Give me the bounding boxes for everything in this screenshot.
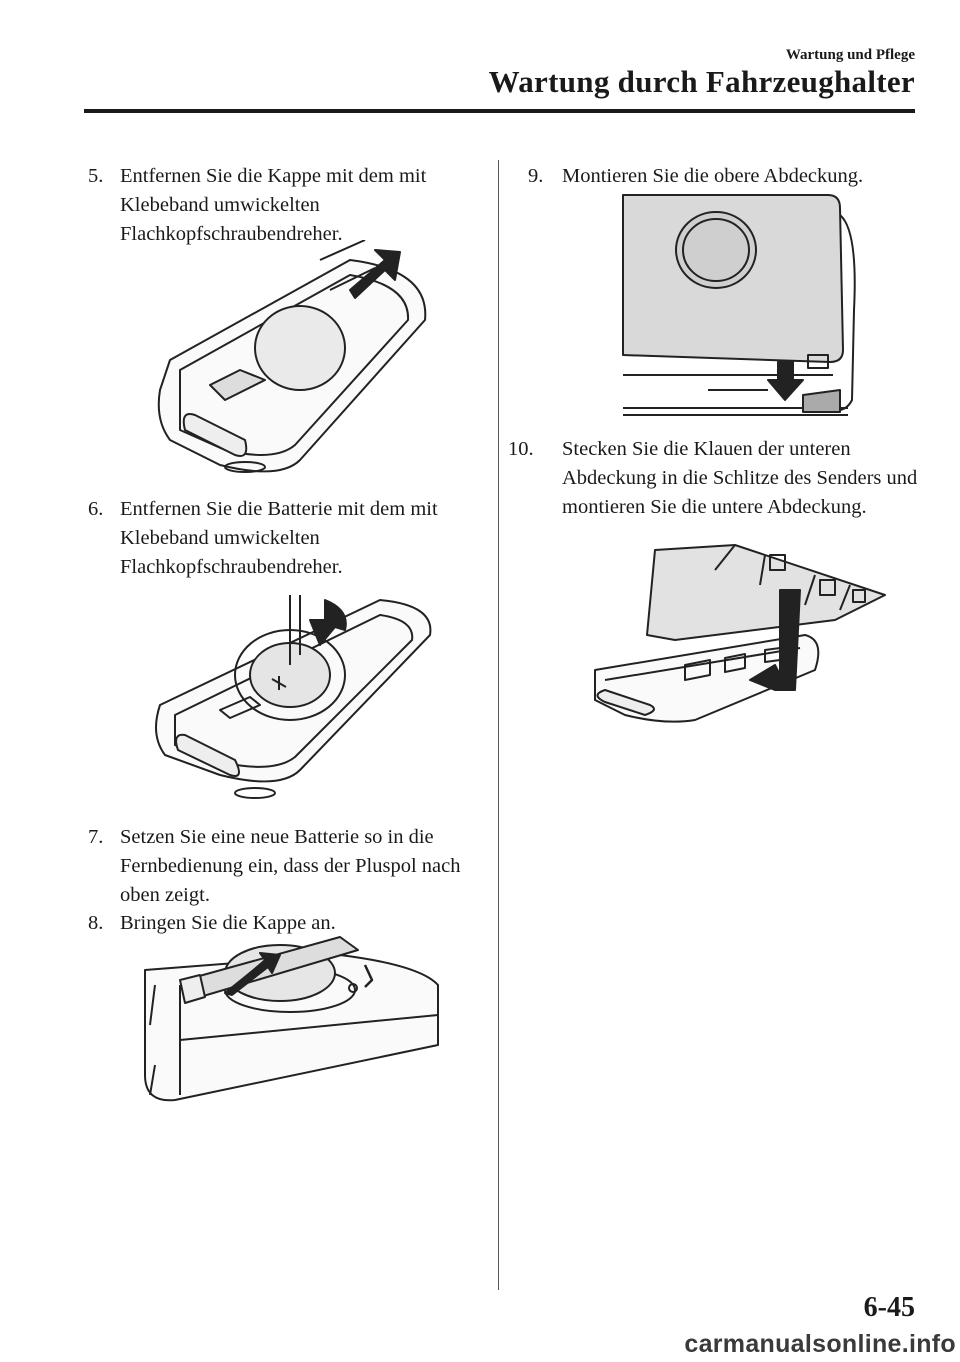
running-header-section: Wartung und Pflege — [785, 47, 915, 63]
running-header-title: Wartung durch Fahrzeughalter — [488, 64, 915, 99]
step-6-text: Entfernen Sie die Batterie mit dem mit K… — [120, 498, 438, 578]
step-9-text: Montieren Sie die obere Abdeckung. — [562, 165, 864, 187]
step-6-number: 6. — [88, 498, 104, 520]
step-6: 6. Entfernen Sie die Batterie mit dem mi… — [88, 495, 488, 582]
step-7-number: 7. — [88, 826, 104, 848]
step-7-text: Setzen Sie eine neue Batterie so in die … — [120, 826, 461, 906]
step-10: 10. Stecken Sie die Klauen der unteren A… — [508, 435, 928, 522]
figure-lower-cover — [585, 540, 890, 725]
step-5-text: Entfernen Sie die Kappe mit dem mit Kleb… — [120, 165, 427, 245]
step-10-number: 10. — [508, 438, 534, 460]
step-9: 9. Montieren Sie die obere Abdeckung. — [528, 162, 928, 191]
step-8-number: 8. — [88, 912, 104, 934]
step-7: 7. Setzen Sie eine neue Batterie so in d… — [88, 823, 488, 910]
watermark: carmanualsonline.info — [684, 1330, 956, 1358]
step-5: 5. Entfernen Sie die Kappe mit dem mit K… — [88, 162, 488, 249]
step-8: 8. Bringen Sie die Kappe an. — [88, 909, 488, 938]
figure-remove-cap — [150, 240, 440, 480]
page-number: 6-45 — [863, 1292, 915, 1323]
figure-remove-battery — [150, 575, 440, 810]
step-8-text: Bringen Sie die Kappe an. — [120, 912, 336, 934]
column-divider — [498, 160, 499, 1290]
step-5-number: 5. — [88, 165, 104, 187]
figure-attach-cap — [140, 925, 440, 1105]
step-10-text: Stecken Sie die Klauen der unteren Abdec… — [562, 438, 918, 518]
header-rule — [84, 109, 915, 113]
figure-upper-cover — [618, 190, 858, 420]
step-9-number: 9. — [528, 165, 544, 187]
